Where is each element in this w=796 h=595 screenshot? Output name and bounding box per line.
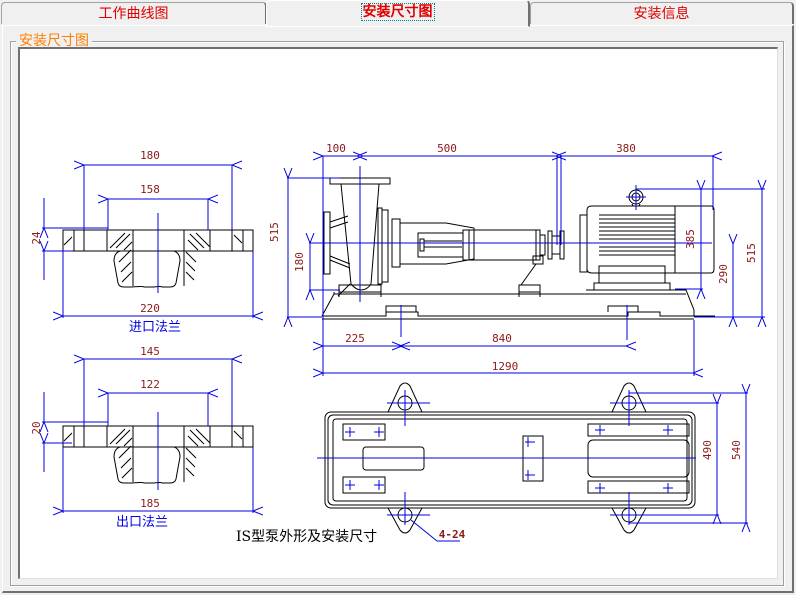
outlet-raised-face-dim: 122 xyxy=(140,378,160,391)
tab-label: 安装尺寸图 xyxy=(360,3,435,21)
bolt-hole-markers xyxy=(345,425,673,493)
drawing-title: IS型泵外形及安装尺寸 xyxy=(236,529,377,545)
inlet-outer-dim: 220 xyxy=(140,302,160,315)
dim-bolt-holes: 4-24 xyxy=(439,528,466,541)
outlet-bolt-circle-dim: 145 xyxy=(140,345,160,358)
outlet-flange-caption: 出口法兰 xyxy=(116,515,168,530)
dim-base-length: 1290 xyxy=(492,360,519,373)
dim-outer-width: 540 xyxy=(730,440,743,460)
outlet-thickness-dim: 20 xyxy=(30,421,43,434)
tab-bar: 工作曲线图 安装尺寸图 安装信息 xyxy=(0,0,796,27)
dim-overall-height: 515 xyxy=(268,222,281,242)
inlet-raised-face-dim: 158 xyxy=(140,183,160,196)
tab-label: 安装信息 xyxy=(633,6,690,22)
tab-install-dimensions[interactable]: 安装尺寸图 xyxy=(266,0,530,27)
dim-foot-spacing: 840 xyxy=(492,332,512,345)
inlet-flange-caption: 进口法兰 xyxy=(129,320,181,335)
inlet-thickness-dim: 24 xyxy=(30,231,43,245)
group-box xyxy=(10,41,784,586)
inlet-flange-dimensions xyxy=(42,165,253,318)
outlet-flange-dimensions xyxy=(42,359,253,513)
tab-performance-curve[interactable]: 工作曲线图 xyxy=(1,2,267,24)
dim-inner-width: 490 xyxy=(701,440,714,460)
dim-inlet-offset: 100 xyxy=(326,142,346,155)
inlet-bolt-circle-dim: 180 xyxy=(140,149,160,162)
dim-total-height: 515 xyxy=(745,243,758,263)
plan-view-dimensions xyxy=(317,390,748,542)
dim-motor-length: 380 xyxy=(616,142,636,155)
group-legend: 安装尺寸图 xyxy=(16,33,92,49)
dim-motor-height: 385 xyxy=(684,229,697,249)
inlet-flange: 180 158 220 24 进口法兰 xyxy=(30,149,253,335)
tab-label: 工作曲线图 xyxy=(98,6,169,22)
dim-pump-length: 500 xyxy=(437,142,457,155)
baseplate-plan-view: 490 540 4-24 xyxy=(317,382,748,542)
outlet-flange-body xyxy=(62,425,254,484)
outlet-flange: 145 122 185 20 出口法兰 xyxy=(30,345,253,530)
outlet-outer-dim: 185 xyxy=(140,497,160,510)
baseplate-side xyxy=(321,289,715,320)
side-view-dimensions xyxy=(287,156,765,376)
pump-side-view: 100 500 380 515 180 385 290 515 225 840 … xyxy=(268,142,765,376)
dim-suction-height: 180 xyxy=(293,252,306,272)
dim-foot-offset: 225 xyxy=(345,332,365,345)
dim-shaft-height: 290 xyxy=(717,264,730,284)
tab-install-info[interactable]: 安装信息 xyxy=(530,2,794,24)
